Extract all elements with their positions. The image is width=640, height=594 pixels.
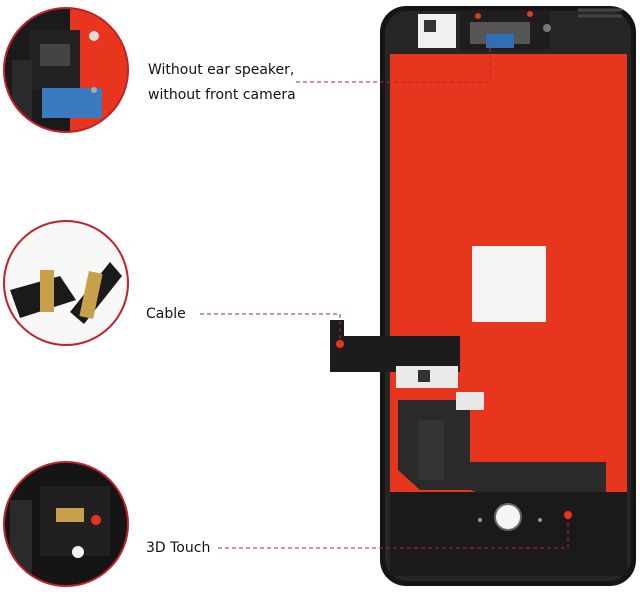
lower-flex <box>398 400 606 500</box>
callout-cable: Cable <box>146 306 186 322</box>
blue-flex <box>486 34 514 48</box>
home-button-hole <box>494 503 522 531</box>
callout-line-cable <box>200 313 341 344</box>
zoom-circle-touch <box>3 461 129 587</box>
callout-speaker-line2: without front camera <box>148 87 296 103</box>
zoom-circle-cable <box>3 220 129 346</box>
white-label <box>472 246 546 322</box>
qr-sticker <box>418 14 456 48</box>
3d-touch-connector <box>564 511 572 519</box>
callout-3d-touch: 3D Touch <box>146 540 211 556</box>
callout-line-touch <box>218 518 569 549</box>
callout-line-speaker <box>296 44 491 83</box>
callout-speaker-line1: Without ear speaker, <box>148 62 295 78</box>
zoom-circle-top <box>3 7 129 133</box>
lcd-assembly <box>330 6 636 586</box>
flex-cable <box>330 320 460 372</box>
